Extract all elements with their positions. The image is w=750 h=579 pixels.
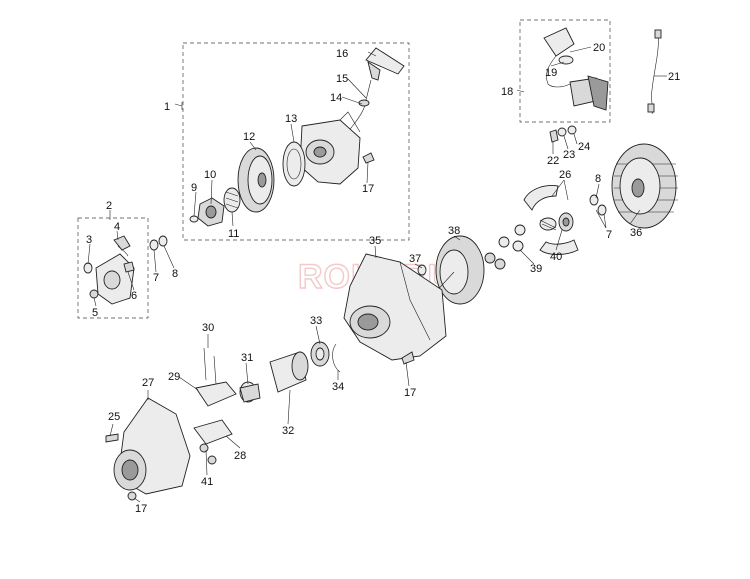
washer-pair-right [589, 194, 607, 216]
pawl [113, 235, 131, 251]
callout-5: 5 [92, 307, 98, 319]
callout-6: 6 [131, 290, 137, 302]
pulley-spring [223, 187, 241, 213]
callout-15: 15 [336, 73, 348, 85]
callout-14: 14 [330, 92, 342, 104]
callout-40: 40 [550, 251, 562, 263]
ignition-bolt-washers [549, 125, 577, 143]
clutch-shoes [523, 185, 579, 255]
kill-switch-wire [647, 29, 662, 115]
flywheel [611, 143, 678, 229]
rewind-spring [282, 141, 306, 187]
callout-17c: 17 [135, 503, 147, 515]
callout-29: 29 [168, 371, 180, 383]
pawl-spring [117, 245, 129, 257]
callout-24: 24 [578, 141, 590, 153]
group-box-ignition [519, 19, 611, 123]
bushing-sleeve [269, 351, 309, 393]
ignition-clip [558, 55, 574, 65]
callout-32: 32 [282, 425, 294, 437]
callout-31: 31 [241, 352, 253, 364]
callout-33: 33 [310, 315, 322, 327]
callout-25: 25 [108, 411, 120, 423]
callout-37: 37 [409, 253, 421, 265]
starter-handle [365, 47, 405, 81]
callout-17b: 17 [404, 387, 416, 399]
starter-screw [362, 152, 375, 164]
clamp-bolts [203, 347, 217, 385]
bearing-sleeve [239, 381, 261, 403]
callout-4: 4 [114, 221, 120, 233]
pulley-screw [189, 215, 199, 223]
callout-1: 1 [164, 101, 170, 113]
callout-18: 18 [501, 86, 513, 98]
callout-19: 19 [545, 67, 557, 79]
pawl-nut [123, 261, 135, 273]
housing-screw [401, 351, 415, 365]
callout-9: 9 [191, 182, 197, 194]
rope-pulley [237, 147, 275, 213]
callout-28: 28 [234, 450, 246, 462]
pulley-hub [197, 197, 225, 227]
pawl-washer [83, 262, 93, 274]
pawl-carrier [95, 253, 135, 305]
starter-rope [347, 79, 372, 133]
callout-16: 16 [336, 48, 348, 60]
drum-washer [417, 264, 427, 276]
callout-30: 30 [202, 322, 214, 334]
leader-lines [87, 46, 667, 503]
callout-8b: 8 [595, 173, 601, 185]
callout-23: 23 [563, 149, 575, 161]
callout-22: 22 [547, 155, 559, 167]
washer-pair-left [149, 235, 168, 251]
group-box-pawl [77, 217, 149, 319]
callout-17a: 17 [362, 183, 374, 195]
callout-21: 21 [668, 71, 680, 83]
callout-11: 11 [228, 228, 239, 240]
callout-35: 35 [369, 235, 381, 247]
callout-20: 20 [593, 42, 605, 54]
starter-housing [299, 111, 361, 185]
callout-27: 27 [142, 377, 154, 389]
circlip [332, 343, 341, 373]
callout-8a: 8 [172, 268, 178, 280]
callout-7a: 7 [153, 272, 159, 284]
callout-10: 10 [204, 169, 216, 181]
guard-screw [105, 433, 119, 443]
callout-38: 38 [448, 225, 460, 237]
callout-26: 26 [559, 169, 571, 181]
callout-2: 2 [106, 200, 112, 212]
clutch-springs [539, 217, 557, 231]
callout-39: 39 [530, 263, 542, 275]
callout-12: 12 [243, 131, 255, 143]
front-guard [113, 397, 191, 495]
clutch-hub [558, 212, 574, 232]
clutch-drum [427, 235, 485, 305]
clamp-lower [193, 419, 233, 445]
callout-3: 3 [86, 234, 92, 246]
callout-13: 13 [285, 113, 297, 125]
callout-34: 34 [332, 381, 344, 393]
clamp-nuts [199, 443, 217, 465]
callout-7b: 7 [606, 229, 612, 241]
callout-36: 36 [630, 227, 642, 239]
bearing [310, 341, 330, 367]
clamp-upper [195, 381, 237, 407]
clutch-bolts-washers [484, 224, 526, 270]
group-box-starter [182, 42, 410, 241]
callout-41: 41 [201, 476, 213, 488]
pawl-screw [89, 289, 99, 299]
ignition-module [543, 27, 609, 111]
